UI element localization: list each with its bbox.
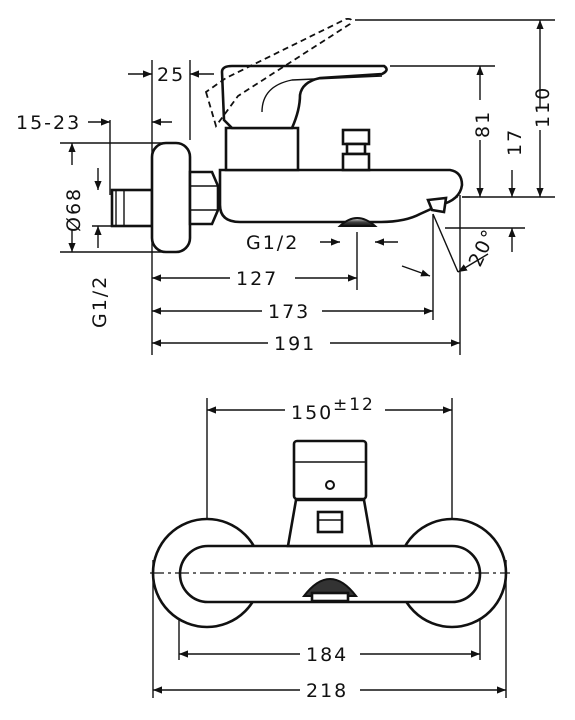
dim-rosette-diameter: Ø68 — [63, 143, 85, 252]
dim-label-25: 25 — [157, 64, 185, 86]
dim-label-150: 150 — [291, 402, 333, 424]
dim-label-127: 127 — [236, 268, 278, 290]
spout-tip — [426, 196, 448, 214]
dim-outlet-offset: 17 — [504, 128, 526, 252]
side-view: 25 15-23 Ø68 G1/2 110 81 — [16, 17, 555, 355]
lever-raised-phantom — [204, 17, 353, 128]
dim-total-width: 218 — [153, 680, 506, 702]
wall-connector — [110, 188, 154, 228]
dim-spacer-width: 25 — [128, 64, 214, 86]
dim-label-173: 173 — [268, 301, 310, 323]
dim-label-110: 110 — [532, 86, 554, 128]
dim-lever-height: 81 — [472, 66, 494, 197]
dim-label-184: 184 — [306, 644, 348, 666]
dim-label-17: 17 — [504, 128, 526, 156]
front-spout-aerator — [310, 591, 350, 603]
dim-label-191: 191 — [274, 333, 316, 355]
dim-total-height: 110 — [532, 20, 554, 197]
dim-center-distance: 150 ±12 — [207, 395, 452, 424]
dim-191: 191 — [152, 333, 460, 355]
front-lever — [292, 439, 368, 501]
rosette-cover — [150, 141, 192, 254]
dim-label-thread-bottom: G1/2 — [246, 232, 299, 254]
dim-thread-left: G1/2 — [89, 168, 111, 328]
dim-label-diameter: Ø68 — [63, 187, 85, 232]
dim-label-81: 81 — [472, 110, 494, 138]
hex-nut — [188, 170, 220, 226]
dim-127: 127 — [152, 268, 357, 290]
dim-label-tolerance: ±12 — [333, 395, 375, 415]
dim-rosette-span: 184 — [179, 644, 480, 666]
front-lever-marker — [325, 480, 335, 490]
dim-spout-angle: 20° — [401, 213, 502, 277]
dim-wall-adjust: 15-23 — [16, 112, 172, 134]
dim-label-218: 218 — [306, 680, 348, 702]
spout-outlet — [337, 217, 378, 227]
diverter-knob — [341, 128, 371, 172]
dim-label-thread-left: G1/2 — [89, 275, 111, 328]
front-view: 150 ±12 184 218 — [150, 395, 510, 702]
cartridge-housing — [224, 126, 300, 172]
mixer-body — [218, 168, 464, 224]
dim-thread-bottom: G1/2 — [246, 232, 398, 254]
dim-label-angle: 20° — [465, 225, 502, 270]
dim-173: 173 — [152, 301, 433, 323]
mixer-lever — [220, 64, 388, 130]
dim-label-15-23: 15-23 — [16, 112, 81, 134]
